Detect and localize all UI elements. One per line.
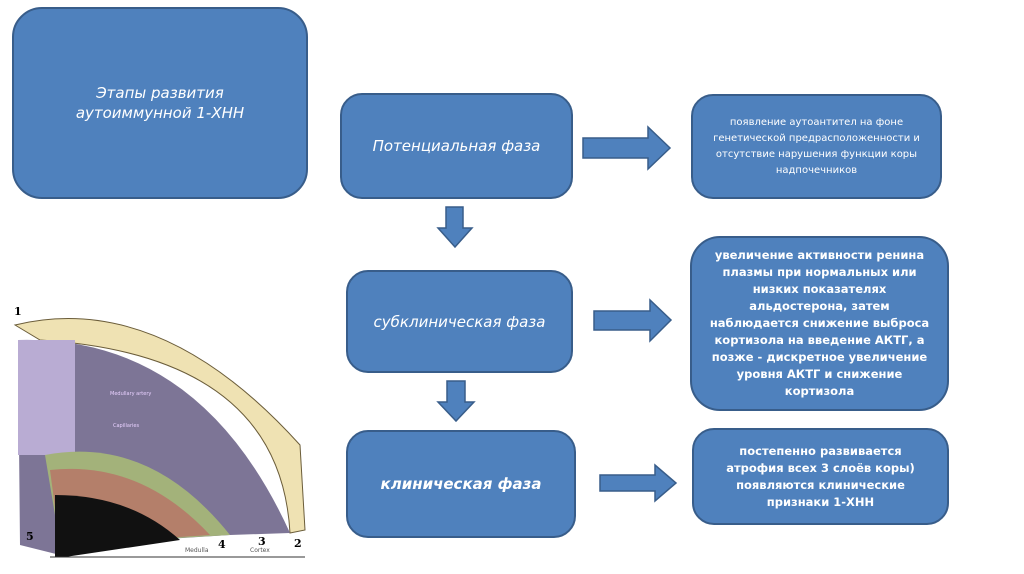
description-clinical: постепенно развивается атрофия всех 3 сл…	[692, 428, 949, 525]
down-arrow-icon	[436, 380, 476, 423]
down-arrow-icon	[436, 206, 474, 249]
description-text: постепенно развивается атрофия всех 3 сл…	[726, 443, 915, 509]
title: Этапы развития аутоиммунной 1-ХНН	[75, 84, 245, 122]
phase-potential: Потенциальная фаза	[340, 93, 573, 199]
label-cortex: Cortex	[250, 547, 270, 554]
phase-label: Потенциальная фаза	[372, 137, 541, 155]
right-arrow-icon	[582, 125, 672, 171]
phase-clinical: клиническая фаза	[346, 430, 576, 538]
label-medulla: Medulla	[185, 547, 209, 554]
right-arrow-icon	[593, 298, 673, 343]
phase-label: клиническая фаза	[380, 475, 542, 493]
description-text: появление аутоантител на фоне генетическ…	[713, 116, 920, 176]
adrenal-illustration: Medullary artery Capillaries Medulla Cor…	[13, 305, 306, 558]
label-4: 4	[218, 538, 226, 551]
phase-label: субклиническая фаза	[373, 312, 546, 331]
title-box: Этапы развития аутоиммунной 1-ХНН	[12, 7, 308, 199]
description-subclinical: увеличение активности ренина плазмы при …	[690, 236, 949, 411]
description-text: увеличение активности ренина плазмы при …	[709, 248, 930, 398]
label-2: 2	[294, 537, 302, 550]
label-5: 5	[26, 530, 34, 543]
label-medullary-artery: Medullary artery	[110, 391, 151, 397]
label-capillaries: Capillaries	[113, 423, 139, 429]
phase-subclinical: субклиническая фаза	[346, 270, 573, 373]
label-1: 1	[14, 305, 22, 318]
label-3: 3	[258, 535, 266, 548]
description-potential: появление аутоантител на фоне генетическ…	[691, 94, 942, 199]
right-arrow-icon	[599, 463, 678, 503]
